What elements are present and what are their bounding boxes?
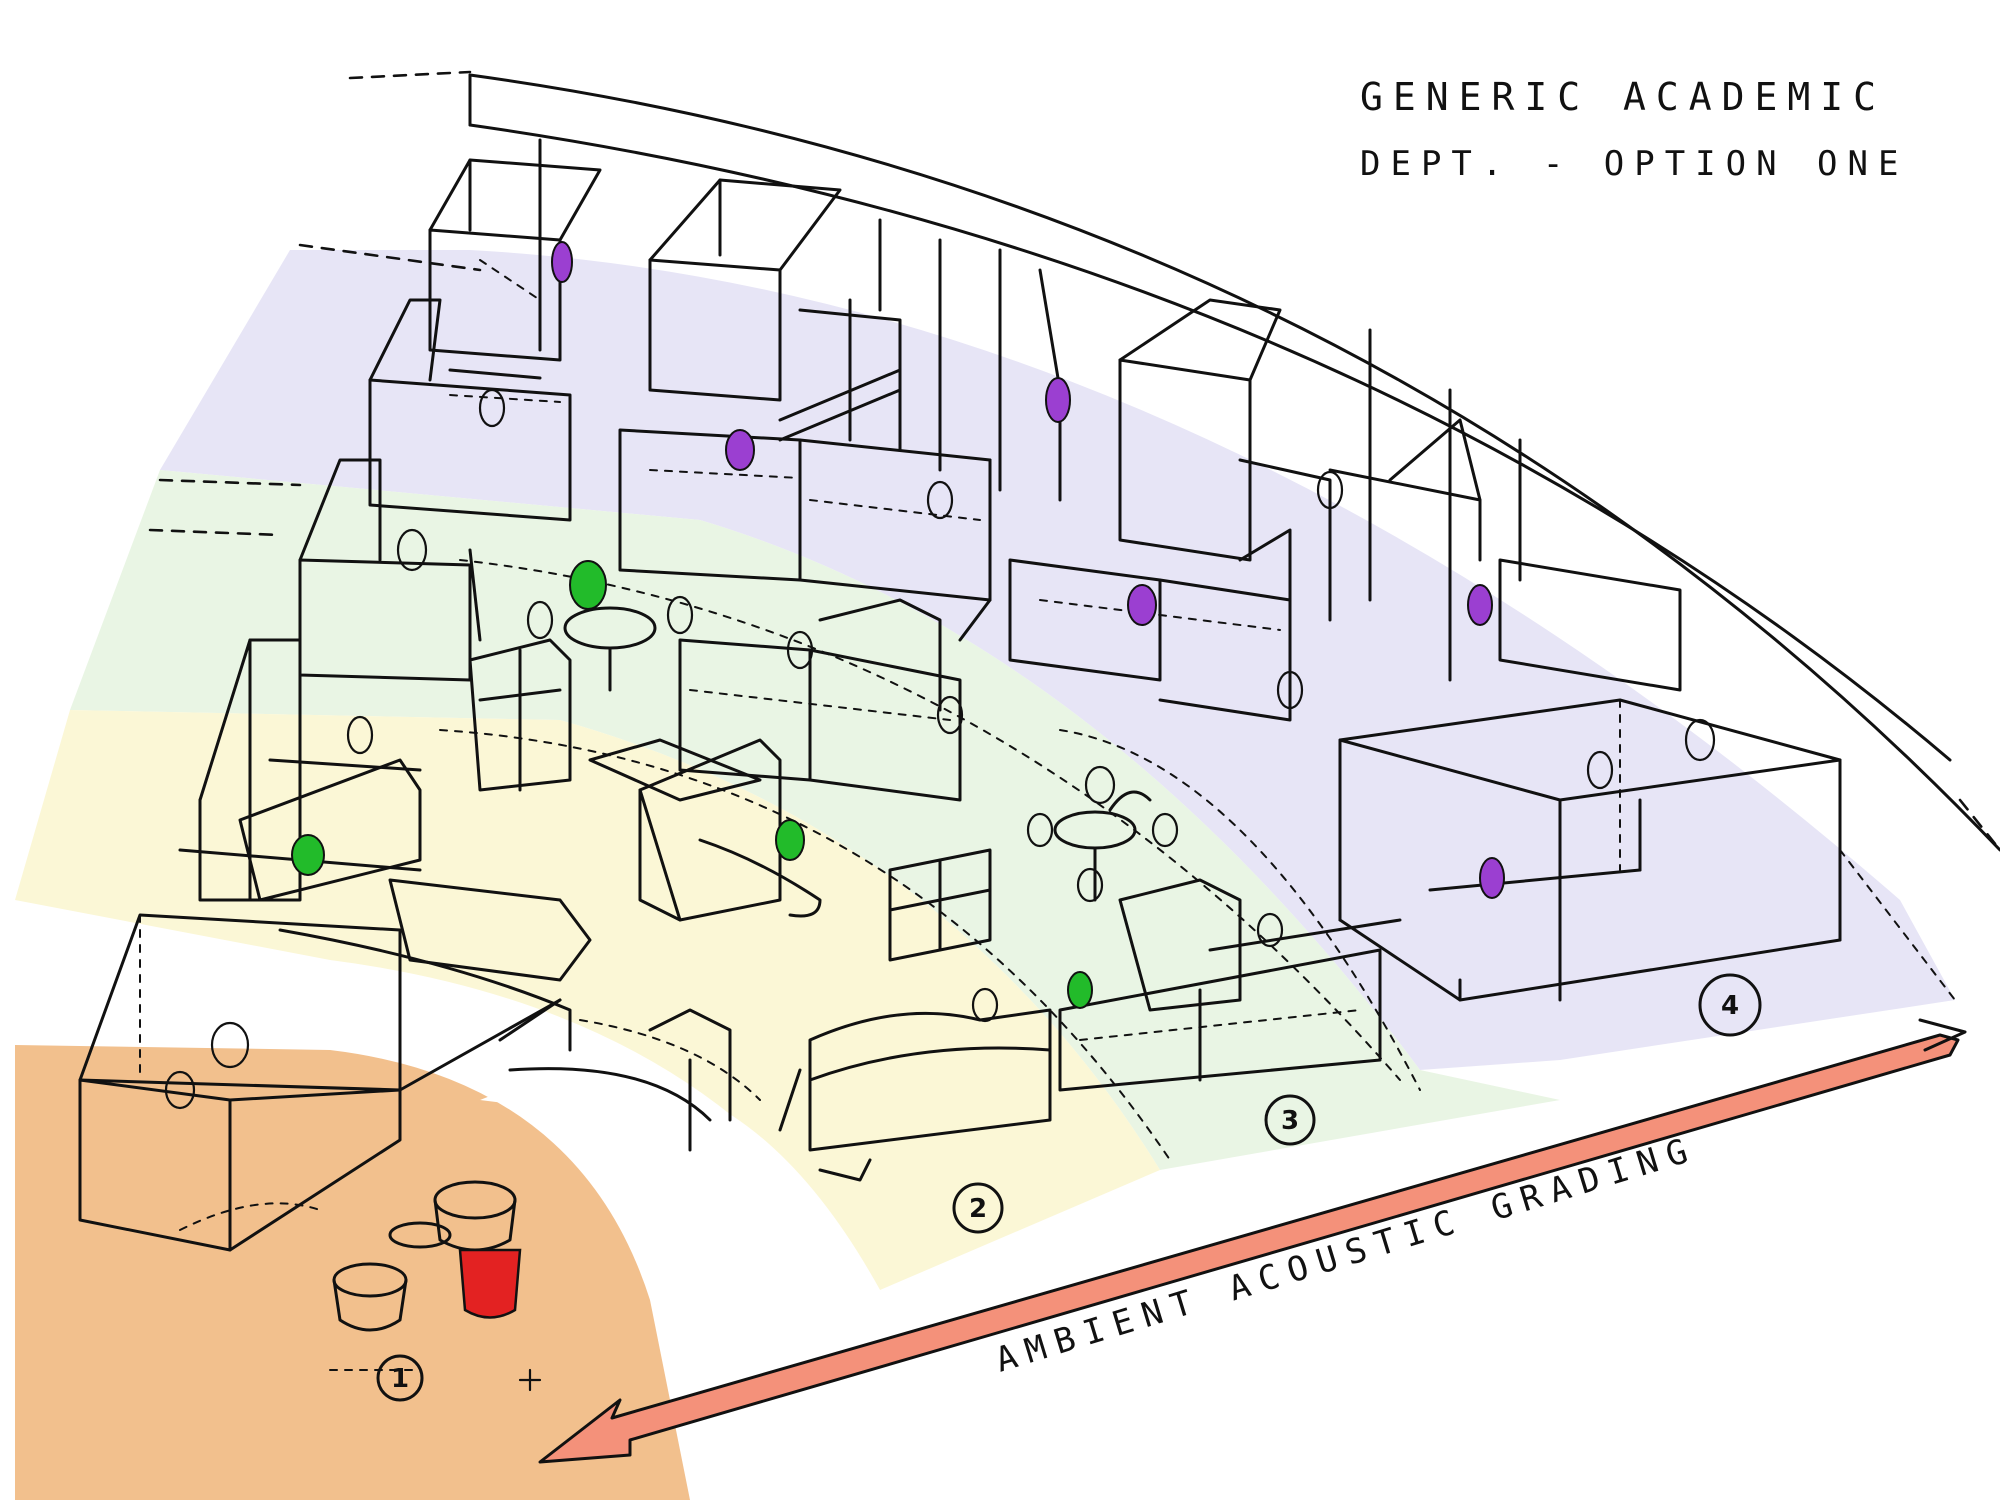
zone-2-marker: 2 <box>952 1182 1004 1234</box>
zone-3-workstations <box>198 458 1382 1092</box>
chair-focus-4 <box>1127 584 1157 626</box>
title-block: GENERIC ACADEMIC DEPT. - OPTION ONE <box>1360 75 1908 184</box>
chair-collab-3 <box>775 819 805 861</box>
chairs <box>164 241 1716 1319</box>
zone-3-marker: 3 <box>1264 1094 1316 1146</box>
acoustic-arrow-body <box>538 1033 1960 1464</box>
acoustic-arrow <box>538 1018 1967 1464</box>
chair-focus-6 <box>1479 857 1505 899</box>
zone-1-lounge <box>78 913 562 1392</box>
chair-collab-4 <box>1067 971 1093 1009</box>
chair-focus-1 <box>551 241 573 283</box>
zone-1-band <box>15 1045 690 1500</box>
zone-4-marker: 4 <box>1698 973 1762 1037</box>
chair-focus-3 <box>1045 377 1071 423</box>
chair-collab-2 <box>291 834 325 876</box>
circulation-path <box>480 1074 880 1300</box>
zone-2-open-area <box>178 758 1052 1182</box>
zone-boundaries <box>148 243 1956 1161</box>
chair-focus-2 <box>725 429 755 471</box>
chair-social-1 <box>458 1248 522 1319</box>
zone-4-offices <box>368 138 1842 1002</box>
zone-1-label: 1 <box>391 1364 409 1394</box>
chair-collab-1 <box>569 560 607 610</box>
chair-focus-5 <box>1467 584 1493 626</box>
zone-3-band <box>70 470 1560 1170</box>
title-line-1: GENERIC ACADEMIC <box>1360 75 1886 119</box>
outer-wall <box>348 70 2000 852</box>
zone-4-label: 4 <box>1721 991 1739 1021</box>
zone-1-marker: 1 <box>376 1354 424 1402</box>
zone-3-label: 3 <box>1281 1106 1299 1136</box>
zone-2-label: 2 <box>969 1194 987 1224</box>
title-line-2: DEPT. - OPTION ONE <box>1360 144 1908 184</box>
zone-labels: 1 2 3 4 <box>376 973 1762 1402</box>
zone-4-band <box>160 250 1955 1070</box>
